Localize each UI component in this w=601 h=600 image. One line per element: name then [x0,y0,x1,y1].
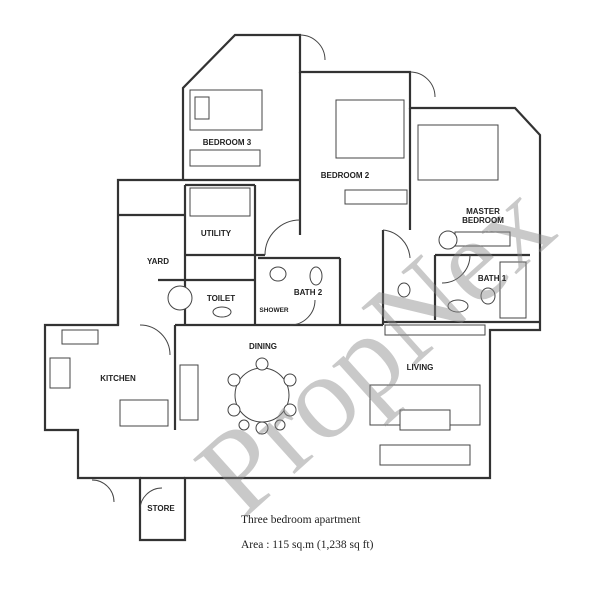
room-label-shower: SHOWER [259,307,289,314]
room-label-bedroom-3: BEDROOM 3 [203,138,252,147]
caption-title: Three bedroom apartment [241,514,361,526]
room-label-living: LIVING [407,363,434,372]
room-label-master-line2: BEDROOM [462,216,504,225]
caption-area: Area : 115 sq.m (1,238 sq ft) [241,539,374,551]
room-label-store: STORE [147,504,175,513]
room-label-dining: DINING [249,342,277,351]
room-label-bedroom-2: BEDROOM 2 [321,171,370,180]
room-label-yard: YARD [147,257,169,266]
doors [91,34,471,511]
room-label-utility: UTILITY [201,229,232,238]
room-label-master-line1: MASTER [466,207,500,216]
walls [43,33,542,542]
room-label-bath-2: BATH 2 [294,288,323,297]
room-label-bath-1: BATH 1 [478,274,507,283]
furniture [49,89,527,466]
room-label-kitchen: KITCHEN [100,374,136,383]
room-label-toilet: TOILET [207,294,235,303]
